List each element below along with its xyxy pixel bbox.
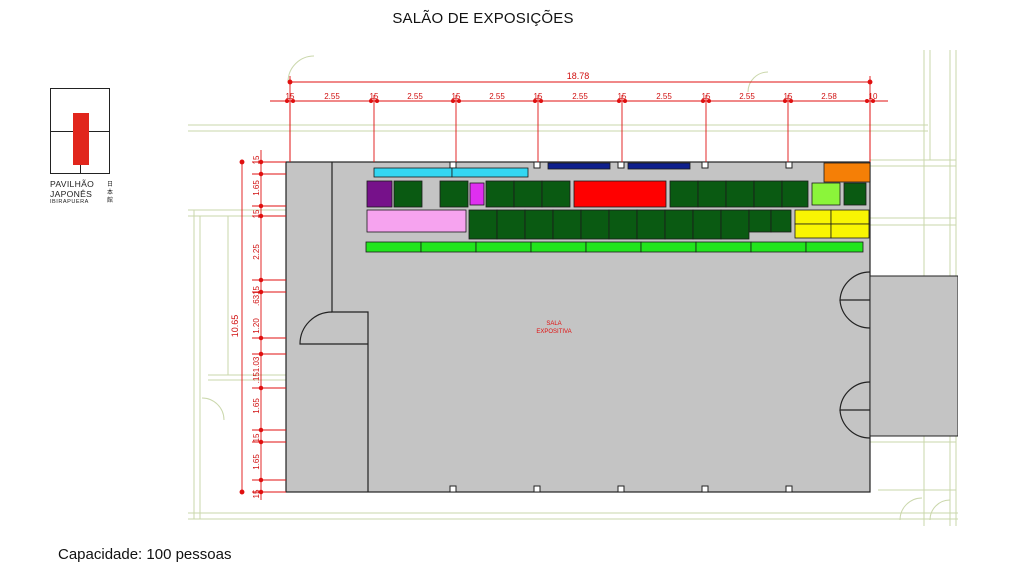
panel-yellow bbox=[794, 209, 832, 225]
panel-purple bbox=[366, 180, 393, 208]
panel-dark-green bbox=[781, 180, 809, 208]
panel-bright-green bbox=[805, 241, 864, 253]
panel-dark-green bbox=[748, 209, 772, 233]
panel-dark-green bbox=[669, 180, 699, 208]
pavilion-logo: PAVILHÃO JAPONÊS IBIRAPUERA 日本館 bbox=[50, 88, 120, 214]
top-dimension-label: 2.55 bbox=[739, 92, 755, 101]
corridor-floor bbox=[869, 275, 958, 437]
top-dimension-label: 15 bbox=[452, 92, 461, 101]
logo-kanji: 日本館 bbox=[107, 181, 114, 204]
left-dimension-label: 1.20 bbox=[252, 318, 261, 334]
panel-dark-green bbox=[496, 209, 526, 240]
panel-dark-green bbox=[541, 180, 571, 208]
left-dimension-ticks bbox=[252, 159, 286, 495]
panel-dark-green bbox=[636, 209, 666, 240]
room-label-line2: EXPOSITIVA bbox=[536, 329, 571, 335]
left-dimension-label: .151.03 bbox=[252, 356, 261, 383]
panel-navy-2 bbox=[627, 162, 691, 170]
page-title: SALÃO DE EXPOSIÇÕES bbox=[392, 10, 574, 27]
left-dimension-label: 15 bbox=[252, 433, 261, 442]
wall-notches bbox=[449, 161, 793, 493]
panel-dark-green bbox=[513, 180, 543, 208]
panel-dark-green bbox=[468, 209, 498, 240]
panel-navy-1 bbox=[547, 162, 611, 170]
panel-bright-green bbox=[530, 241, 587, 253]
panel-dark-green bbox=[608, 209, 638, 240]
top-dimension-lines bbox=[270, 76, 888, 162]
panel-dark-green bbox=[485, 180, 515, 208]
top-dimension-label: 15 bbox=[534, 92, 543, 101]
panel-cyan-1 bbox=[373, 167, 453, 178]
panel-bright-green bbox=[420, 241, 477, 253]
panel-dark-green bbox=[580, 209, 610, 240]
panel-orange bbox=[823, 162, 871, 183]
capacity-text: Capacidade: 100 pessoas bbox=[58, 546, 232, 563]
panel-dark-green bbox=[393, 180, 423, 208]
logo-mark-icon bbox=[50, 88, 110, 174]
top-dimension-label: 2.55 bbox=[489, 92, 505, 101]
panel-bright-green bbox=[475, 241, 532, 253]
top-dimension-label: 2.55 bbox=[572, 92, 588, 101]
panel-lime bbox=[811, 182, 841, 206]
top-dimension-label: 15 bbox=[702, 92, 711, 101]
panel-bright-green bbox=[365, 241, 422, 253]
panel-magenta bbox=[469, 182, 485, 206]
left-dimension-label: .6315 bbox=[252, 285, 261, 306]
panel-dark-green bbox=[770, 209, 792, 233]
panel-yellow bbox=[830, 223, 870, 239]
panel-bright-green bbox=[640, 241, 697, 253]
panel-bright-green bbox=[695, 241, 752, 253]
left-dimension-label: 1.65 bbox=[252, 454, 261, 470]
panel-dark-green bbox=[725, 180, 755, 208]
top-total-dimension: 18.78 bbox=[567, 71, 590, 81]
panel-dark-green bbox=[524, 209, 554, 240]
top-dimension-label: 15 bbox=[618, 92, 627, 101]
panel-dark-green bbox=[843, 182, 867, 206]
panel-dark-green bbox=[697, 180, 727, 208]
top-dimension-label: 15 bbox=[286, 92, 295, 101]
panel-pink bbox=[366, 209, 467, 233]
panel-dark-green bbox=[720, 209, 750, 240]
logo-wordmark: PAVILHÃO JAPONÊS IBIRAPUERA 日本館 bbox=[50, 179, 120, 214]
panel-yellow bbox=[794, 223, 832, 239]
left-dimension-labels: 15 1.65 15 2.25 .6315 1.20 .151.03 1.65 15 1.65 15 bbox=[252, 155, 261, 498]
panel-dark-green bbox=[439, 180, 469, 208]
left-dimension-label: 1.65 bbox=[252, 398, 261, 414]
top-dimension-label: 2.55 bbox=[656, 92, 672, 101]
panel-bright-green bbox=[585, 241, 642, 253]
panel-dark-green bbox=[692, 209, 722, 240]
top-dimension-label: 10 bbox=[869, 92, 878, 101]
panel-dark-green bbox=[552, 209, 582, 240]
top-dimension-label: 2.58 bbox=[821, 92, 837, 101]
panel-dark-green bbox=[664, 209, 694, 240]
floor-plan: SALA EXPOSITIVA 15 2.55 15 2.55 15 2.55 15 2.55… bbox=[188, 50, 958, 526]
room-label-line1: SALA bbox=[546, 321, 561, 327]
panel-yellow bbox=[830, 209, 870, 225]
top-dimension-label: 15 bbox=[370, 92, 379, 101]
logo-line-ibirapuera: IBIRAPUERA bbox=[50, 199, 89, 206]
logo-line-japones: JAPONÊS bbox=[50, 188, 93, 199]
inner-walls bbox=[299, 162, 369, 492]
left-dimension-label: 15 bbox=[252, 155, 261, 164]
right-double-doors bbox=[839, 271, 871, 439]
logo-line-pavilhao: PAVILHÃO bbox=[50, 179, 95, 189]
left-dimension-label: 15 bbox=[252, 209, 261, 218]
exhibit-panels bbox=[365, 162, 871, 253]
left-total-dimension: 10.65 bbox=[230, 315, 240, 338]
top-dimension-label: 2.55 bbox=[407, 92, 423, 101]
left-dimension-label: 1.65 bbox=[252, 180, 261, 196]
left-dimension-label: 2.25 bbox=[252, 244, 261, 260]
top-dimension-labels: 15 2.55 15 2.55 15 2.55 15 2.55 15 2.55 15 2.55 15 2.… bbox=[286, 92, 878, 101]
left-dimension-label: 15 bbox=[252, 489, 261, 498]
top-dimension-label: 15 bbox=[784, 92, 793, 101]
panel-red bbox=[573, 180, 667, 208]
top-dimension-label: 2.55 bbox=[324, 92, 340, 101]
top-dimension-ticks bbox=[284, 95, 876, 162]
panel-bright-green bbox=[750, 241, 807, 253]
panel-dark-green bbox=[753, 180, 783, 208]
panel-cyan-2 bbox=[451, 167, 529, 178]
